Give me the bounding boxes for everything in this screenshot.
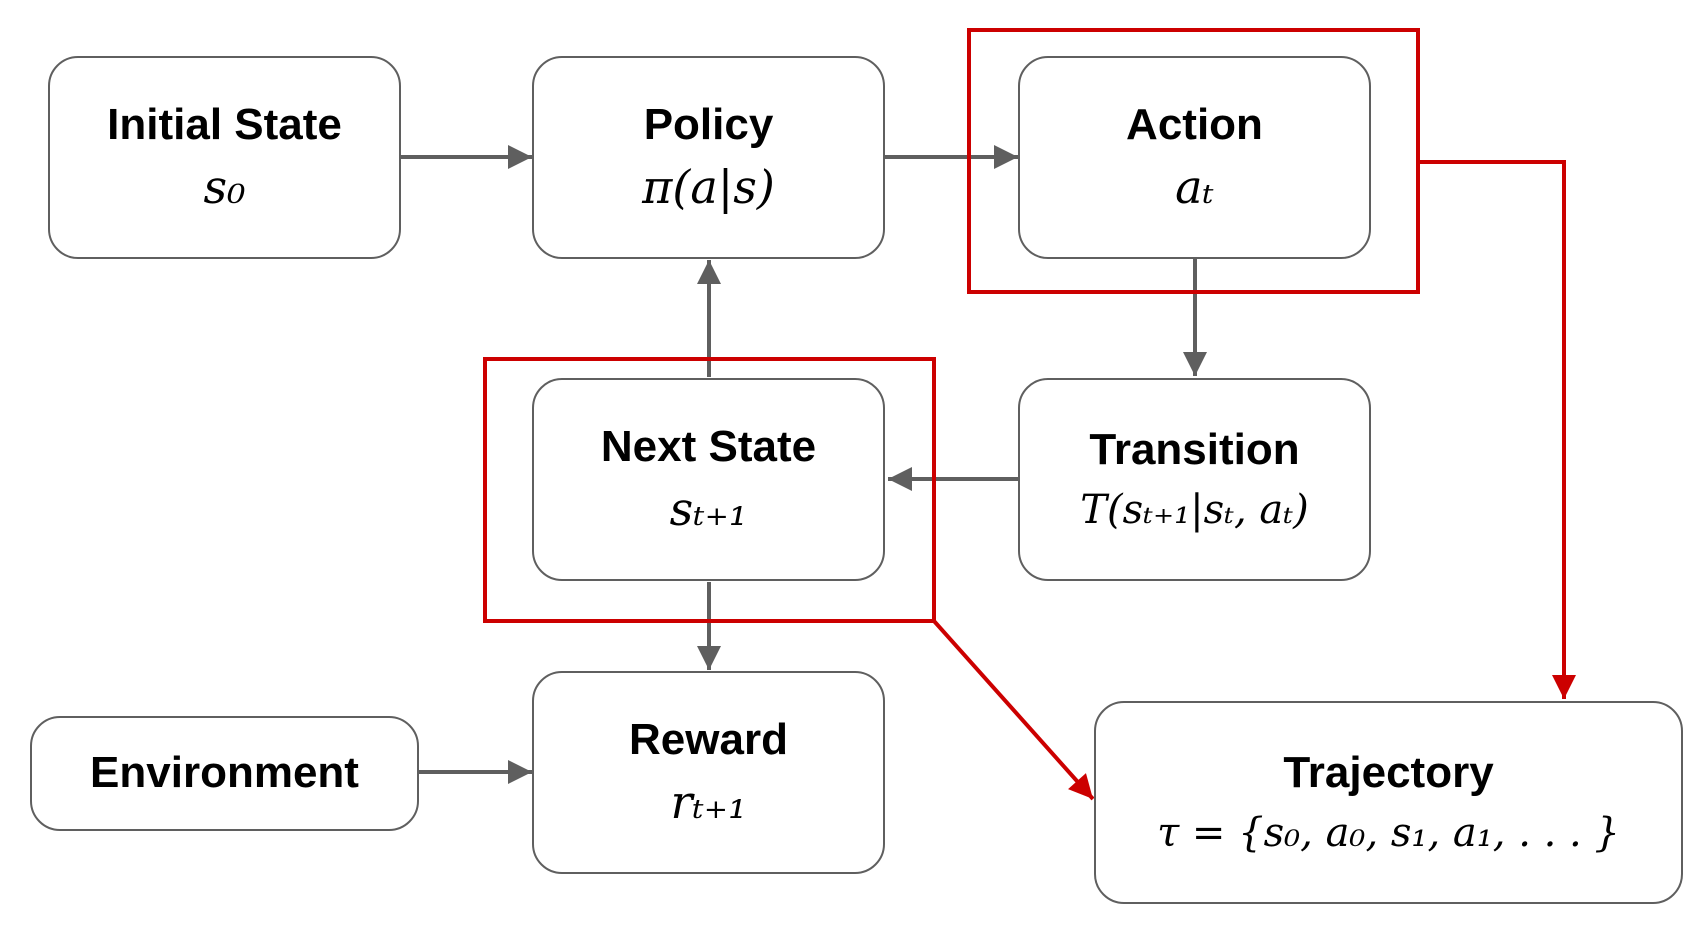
node-reward: Reward rₜ₊₁ <box>532 671 885 874</box>
policy-symbol: π(a|s) <box>642 160 775 215</box>
red-arrow-action-to-trajectory <box>1418 160 1576 699</box>
node-action: Action aₜ <box>1018 56 1371 259</box>
action-title: Action <box>1126 99 1263 149</box>
environment-title: Environment <box>90 748 359 798</box>
highlight-box-next-state <box>483 357 936 623</box>
initial-state-symbol: s₀ <box>203 160 246 215</box>
reward-title: Reward <box>629 714 788 764</box>
next-state-symbol: sₜ₊₁ <box>669 482 748 537</box>
policy-title: Policy <box>643 99 774 149</box>
transition-symbol: T(sₜ₊₁|sₜ, aₜ) <box>1080 486 1309 533</box>
red-arrow-next-state-to-trajectory <box>932 619 1095 801</box>
node-transition: Transition T(sₜ₊₁|sₜ, aₜ) <box>1018 378 1371 581</box>
trajectory-title: Trajectory <box>1283 748 1494 798</box>
node-environment: Environment <box>30 716 419 831</box>
node-policy: Policy π(a|s) <box>532 56 885 259</box>
trajectory-symbol: τ = {s₀, a₀, s₁, a₁, . . . } <box>1157 809 1620 856</box>
initial-state-title: Initial State <box>107 99 342 149</box>
node-next-state: Next State sₜ₊₁ <box>532 378 885 581</box>
transition-title: Transition <box>1089 425 1300 475</box>
next-state-title: Next State <box>600 421 817 471</box>
action-symbol: aₜ <box>1175 160 1214 215</box>
node-trajectory: Trajectory τ = {s₀, a₀, s₁, a₁, . . . } <box>1094 701 1683 904</box>
node-initial-state: Initial State s₀ <box>48 56 401 259</box>
reward-symbol: rₜ₊₁ <box>670 775 747 830</box>
